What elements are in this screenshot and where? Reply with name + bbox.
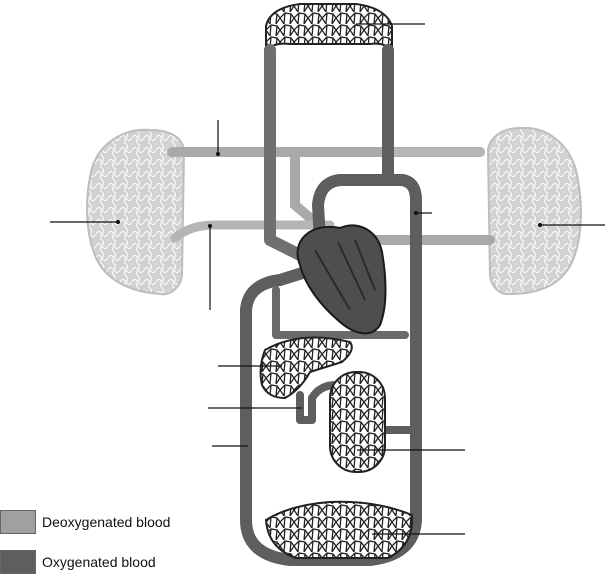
legend-label-oxygenated: Oxygenated blood [42, 554, 156, 570]
heart-icon [298, 225, 386, 333]
pulmonary-vein [175, 152, 480, 238]
aorta-upper [318, 50, 388, 240]
lower-body-capillary-bed-icon [266, 502, 412, 558]
upper-body-capillaries [266, 4, 392, 50]
legend-item-oxygenated: Oxygenated blood [0, 550, 156, 574]
right-lung-icon [488, 128, 581, 294]
kidney-capillaries-icon [330, 372, 385, 472]
legend-item-deoxygenated: Deoxygenated blood [0, 510, 170, 534]
deoxygenated-swatch [0, 510, 36, 534]
legend-label-deoxygenated: Deoxygenated blood [42, 514, 170, 530]
oxygenated-swatch [0, 550, 36, 574]
